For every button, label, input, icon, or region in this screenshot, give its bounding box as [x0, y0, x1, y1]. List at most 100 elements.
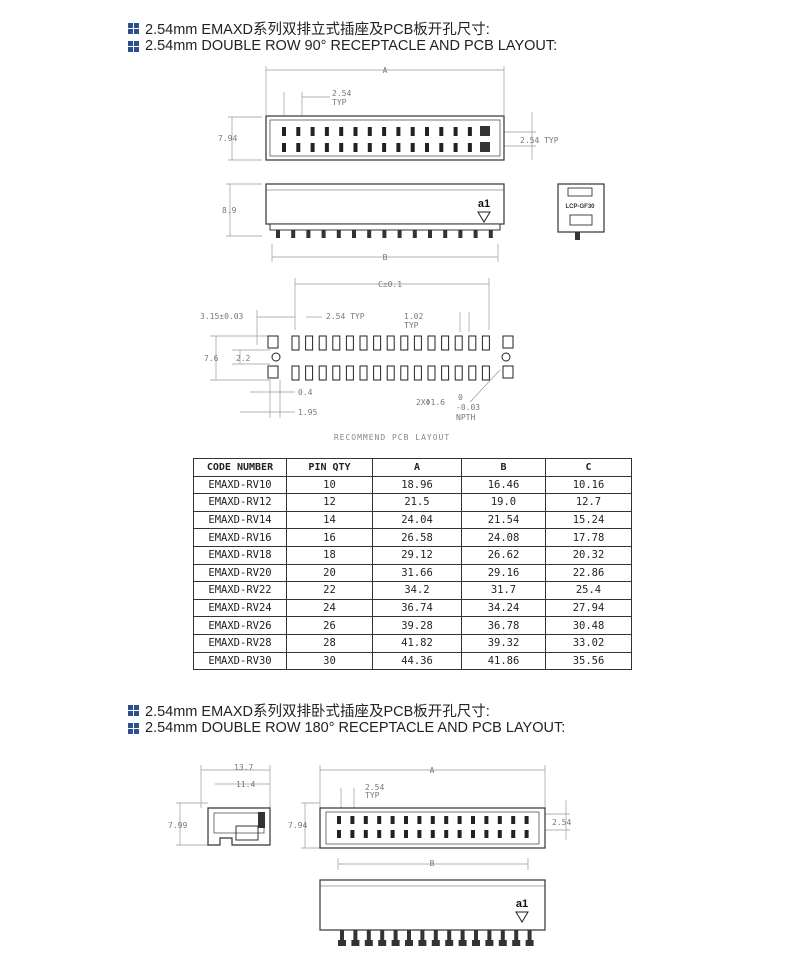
cell-c: 10.16 — [545, 475, 632, 495]
cell-pin-qty: 12 — [286, 493, 373, 512]
cell-b: 34.24 — [461, 598, 546, 618]
pcb-pad — [413, 335, 422, 351]
dim-a: A — [383, 66, 388, 75]
cell-c: 12.7 — [545, 493, 632, 512]
pin-foot — [458, 940, 467, 946]
cell-a: 44.36 — [372, 651, 462, 671]
pin-foot — [405, 940, 413, 946]
pin-hole — [425, 127, 429, 136]
pin-foot — [351, 940, 360, 946]
table-header-row: CODE NUMBER PIN QTY A B C — [193, 458, 632, 477]
pin-foot — [498, 940, 507, 946]
cell-code-number: EMAXD-RV26 — [193, 616, 287, 635]
dim-7-6: 7.6 — [204, 354, 219, 363]
pcb-pad — [345, 335, 354, 351]
pin-lead — [321, 230, 326, 238]
pin-lead — [412, 230, 417, 238]
pin-hole — [377, 830, 382, 838]
pin-lead — [352, 230, 356, 238]
pin-hole — [453, 143, 458, 152]
cell-code-number: EMAXD-RV12 — [193, 493, 287, 512]
header-c: C — [545, 458, 632, 477]
cell-pin-qty: 30 — [286, 651, 373, 671]
pin-hole — [350, 816, 355, 824]
pin-hole — [367, 127, 372, 136]
pin-foot — [418, 940, 427, 946]
marking-a1: a1 — [478, 198, 490, 210]
cell-b: 24.08 — [461, 528, 546, 547]
dim-7-99: 7.99 — [168, 821, 187, 830]
pin-lead — [460, 930, 465, 942]
pin-lead — [397, 230, 402, 238]
dim-row-pitch-lower: 2.54 — [552, 818, 571, 827]
pin-lead — [367, 230, 372, 238]
pin-hole — [410, 143, 415, 152]
pin-lead — [428, 230, 432, 238]
dim-pad-width: 1.02 — [404, 312, 423, 321]
pin-lead — [276, 230, 280, 238]
pin-hole — [377, 816, 382, 824]
pin-hole — [524, 816, 529, 824]
dim-13-7: 13.7 — [234, 763, 253, 772]
pcb-pad — [441, 365, 450, 381]
pin-hole — [390, 816, 395, 824]
cell-b: 26.62 — [461, 545, 546, 565]
cell-a: 31.66 — [372, 563, 462, 583]
cell-c: 20.32 — [545, 545, 632, 565]
pcb-pad — [386, 365, 395, 381]
pin-hole — [471, 830, 475, 838]
cell-pin-qty: 22 — [286, 581, 373, 600]
pcb-pad — [318, 335, 327, 351]
front-view-180 — [319, 879, 546, 946]
cell-pin-qty: 26 — [286, 616, 373, 635]
header-b: B — [461, 458, 546, 477]
dim-1-95: 1.95 — [298, 408, 317, 417]
section2-heading-cn: 2.54mm EMAXD系列双排卧式插座及PCB板开孔尺寸: — [128, 700, 490, 721]
pcb-pad — [359, 365, 368, 381]
pcb-pad — [468, 335, 477, 351]
square-bullet-icon — [128, 722, 139, 734]
cell-a: 18.96 — [372, 475, 462, 495]
pin-hole — [353, 127, 358, 136]
pin-lead — [366, 930, 371, 942]
cell-b: 31.7 — [461, 581, 546, 600]
cell-pin-qty: 16 — [286, 528, 373, 547]
pin-hole — [296, 143, 301, 152]
pin-hole — [430, 816, 435, 824]
cell-pin-qty: 14 — [286, 510, 373, 530]
pin-hole — [404, 816, 408, 824]
side-view-180 — [207, 807, 271, 846]
cell-pin-qty: 28 — [286, 633, 373, 653]
pin-lead — [420, 930, 425, 942]
cell-c: 17.78 — [545, 528, 632, 547]
cell-pin-qty: 18 — [286, 545, 373, 565]
pin-hole — [439, 127, 444, 136]
cell-code-number: EMAXD-RV14 — [193, 510, 287, 530]
cell-code-number: EMAXD-RV10 — [193, 475, 287, 495]
header-pin-qty: PIN QTY — [286, 458, 373, 477]
pin-lead — [458, 230, 463, 238]
pin-lead — [527, 930, 532, 942]
cell-b: 21.54 — [461, 510, 546, 530]
pin-hole — [511, 816, 516, 824]
pin-foot — [525, 940, 534, 946]
header-code-number: CODE NUMBER — [193, 458, 287, 477]
pin-lead — [487, 930, 492, 942]
dim-b-lower: B — [430, 859, 435, 868]
square-bullet-icon — [128, 705, 139, 716]
dim-height: 7.94 — [218, 134, 237, 143]
end-view-90 — [557, 183, 605, 240]
pin-lead — [336, 230, 341, 238]
pcb-pad — [291, 365, 300, 381]
pin-hole — [282, 143, 286, 152]
pin-hole — [339, 127, 344, 136]
pcb-pad — [441, 335, 450, 351]
pin-hole — [396, 143, 401, 152]
pin-hole — [404, 830, 408, 838]
